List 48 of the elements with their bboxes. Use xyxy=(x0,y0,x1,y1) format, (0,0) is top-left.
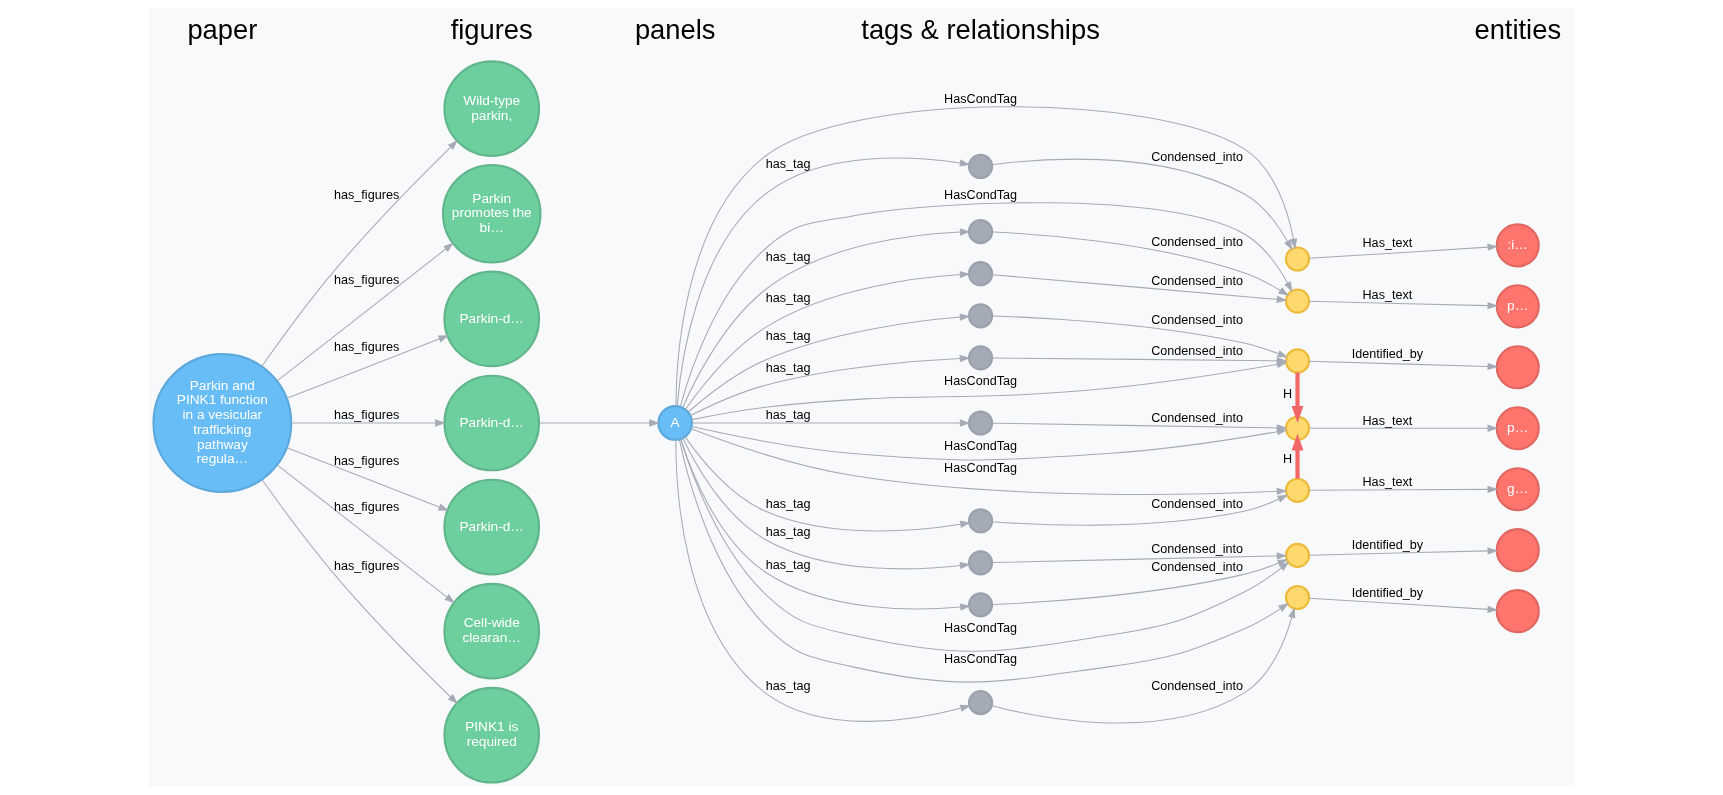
edge-label: Has_text xyxy=(1362,287,1413,302)
edge-label: H xyxy=(1282,451,1293,466)
edge-label: HasCondTag xyxy=(944,460,1018,475)
edge-label: has_tag xyxy=(765,361,811,376)
label: paper xyxy=(187,13,258,45)
edge-label: Condensed_into xyxy=(1151,312,1244,327)
edge-label: has_tag xyxy=(765,557,811,572)
edge-label: Condensed_into xyxy=(1151,496,1244,511)
edge-label: HasCondTag xyxy=(944,438,1018,453)
label: panels xyxy=(634,13,716,45)
edge-label: has_tag xyxy=(765,328,811,343)
edge-label: Condensed_into xyxy=(1151,234,1244,249)
edge-label: has_figures xyxy=(334,499,400,514)
edge-label: has_figures xyxy=(334,187,400,202)
edge-label: has_tag xyxy=(765,249,811,264)
edge-label: Identified_by xyxy=(1351,586,1424,601)
edge-label: HasCondTag xyxy=(944,187,1018,202)
edge-label: Condensed_into xyxy=(1151,410,1244,425)
edge-label: has_tag xyxy=(765,525,811,540)
edge-label: Has_text xyxy=(1362,413,1413,428)
edge-label: has_figures xyxy=(334,272,400,287)
edge-label: H xyxy=(1282,386,1293,401)
edge-label: Has_text xyxy=(1362,474,1413,489)
edge-label: has_tag xyxy=(765,496,811,511)
edge-label: Identified_by xyxy=(1351,347,1424,362)
edge-label: Condensed_into xyxy=(1151,149,1244,164)
edge-label: has_figures xyxy=(334,340,400,355)
label: tags & relationships xyxy=(861,13,1100,45)
edge-label: has_figures xyxy=(334,453,400,468)
edge-label: has_figures xyxy=(334,558,400,573)
edge-label: HasCondTag xyxy=(944,652,1018,667)
edge-label: Condensed_into xyxy=(1151,541,1244,556)
label: entities xyxy=(1474,13,1562,45)
edge-label: has_tag xyxy=(765,678,811,693)
edge-label: has_tag xyxy=(765,157,811,172)
edge-label: Condensed_into xyxy=(1151,273,1244,288)
edge-label: Has_text xyxy=(1362,236,1413,251)
edge-label: HasCondTag xyxy=(944,91,1018,106)
label: figures xyxy=(450,13,533,45)
edge-label: Condensed_into xyxy=(1151,344,1244,359)
edge-label: has_tag xyxy=(765,408,811,423)
edge-label: has_tag xyxy=(765,290,811,305)
edge-label: HasCondTag xyxy=(944,620,1018,635)
edge-label: HasCondTag xyxy=(944,373,1018,388)
edge-label: Identified_by xyxy=(1351,537,1424,552)
edge-label: has_figures xyxy=(334,408,400,423)
edge-label: Condensed_into xyxy=(1151,678,1244,693)
edge-label: Condensed_into xyxy=(1151,559,1244,574)
